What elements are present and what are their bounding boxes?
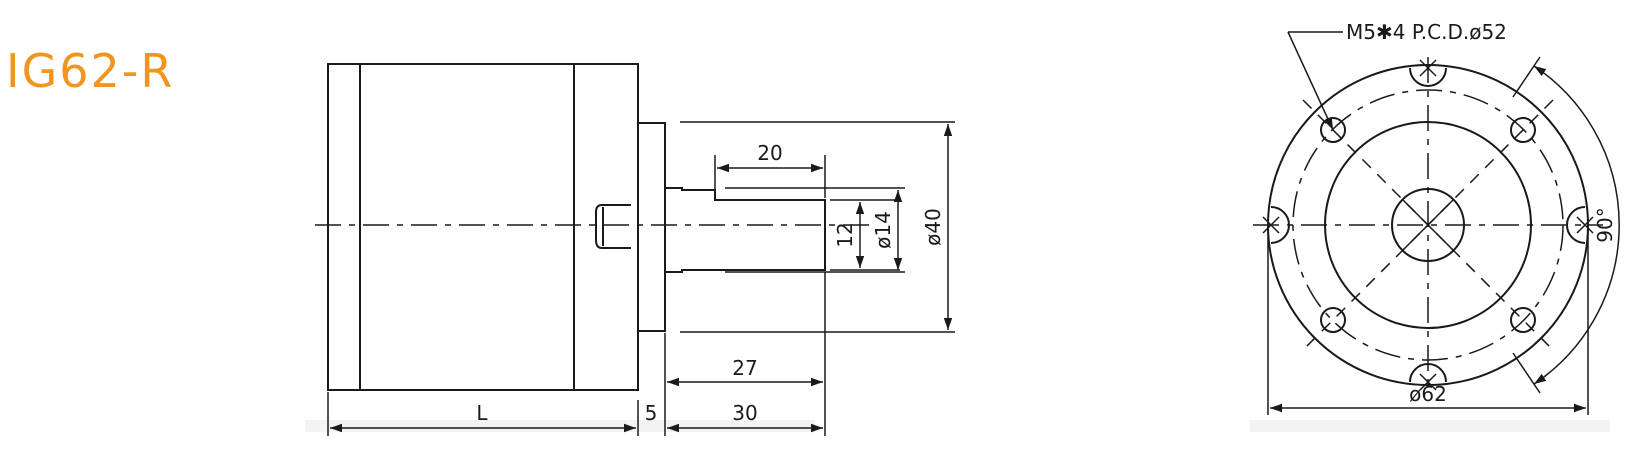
dim-shaft-diameter: ø14 (871, 211, 895, 249)
model-title: IG62-R (6, 44, 175, 98)
front-center-diagonal (1302, 99, 1554, 351)
dim-angle: 90° (1593, 207, 1617, 242)
front-view (1253, 31, 1620, 415)
motor-body (327, 63, 639, 391)
angle-arc (1533, 65, 1620, 385)
mount-hole (1320, 307, 1346, 333)
hole-leader (1287, 31, 1334, 131)
dim-shaft-flat: 27 (732, 356, 757, 380)
dim-key-length: 20 (757, 141, 782, 165)
dim-length: L (476, 401, 488, 425)
dim-outer-diameter: ø62 (1409, 382, 1447, 406)
floor-band (1250, 420, 1610, 432)
rear-shaft-stub (595, 204, 631, 249)
dim-shaft-length: 30 (732, 401, 757, 425)
mount-notch-bottom (1409, 363, 1447, 391)
dim-flat-height: 12 (833, 222, 857, 247)
side-view: L 5 30 27 20 12 ø14 ø40 (315, 63, 955, 436)
dim-flange-thickness: 5 (645, 401, 658, 425)
angle-ext (1512, 352, 1541, 394)
dim-pilot-diameter: ø40 (921, 208, 945, 246)
mount-notch-right (1566, 206, 1594, 244)
hole-callout: M5✱4 P.C.D.ø52 (1346, 20, 1507, 44)
mount-notch-top (1409, 59, 1447, 87)
mount-hole (1320, 117, 1346, 143)
mount-notch-left (1262, 206, 1290, 244)
output-shaft (664, 187, 826, 273)
angle-ext (1512, 56, 1541, 98)
gearbox-flange (637, 122, 666, 332)
